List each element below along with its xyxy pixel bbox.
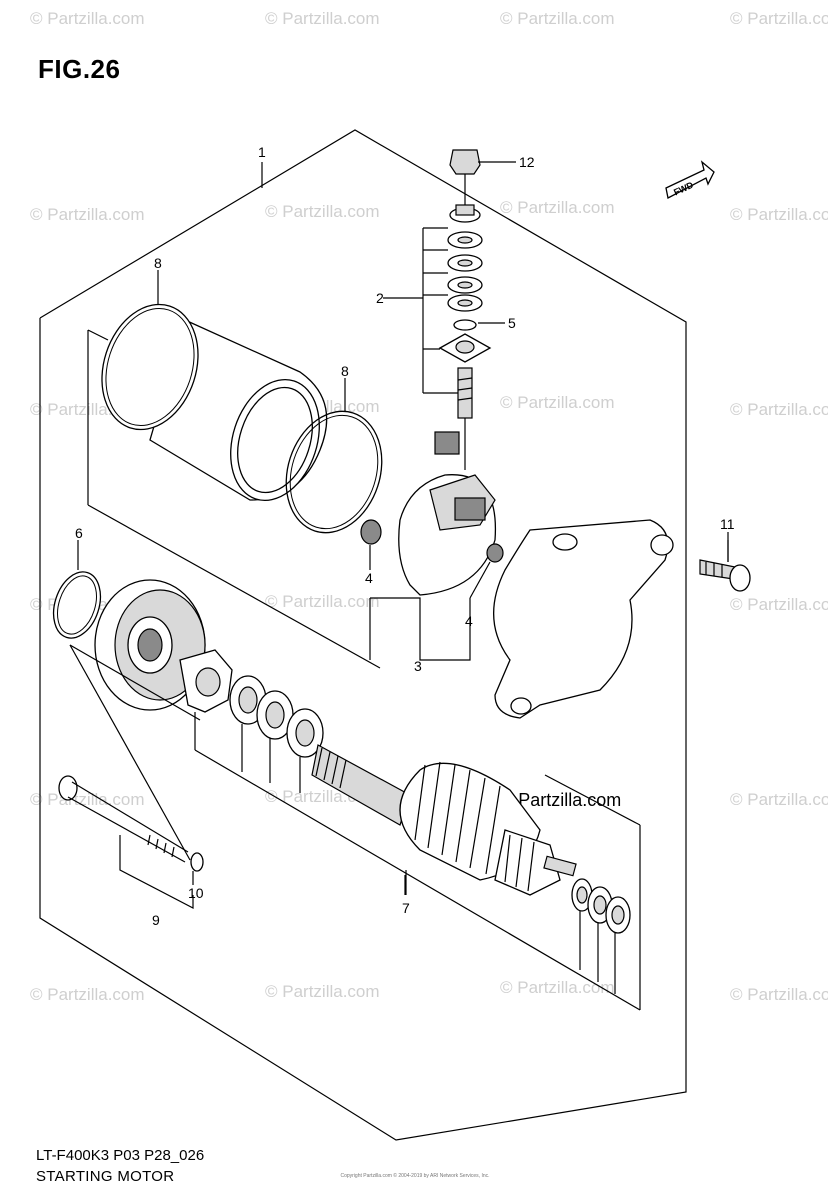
watermark: © Partzilla.com (730, 9, 828, 28)
washer-set-rear (544, 774, 641, 1010)
o-ring-right (285, 410, 383, 534)
callout-1: 1 (258, 144, 266, 160)
watermark: © Partzilla.com (730, 595, 828, 614)
callout-4-left: 4 (365, 570, 373, 586)
watermark: © Partzilla.com (500, 393, 615, 412)
callout-10: 10 (188, 885, 204, 901)
watermark: © Partzilla.com (30, 205, 145, 224)
assembly-frame (39, 129, 687, 1141)
figure-title: FIG.26 (38, 54, 121, 84)
fwd-arrow-icon: FWD (665, 160, 715, 199)
callout-leaders (77, 161, 729, 895)
bolt-11 (699, 540, 751, 592)
o-ring-left (101, 303, 199, 431)
callout-11: 11 (720, 516, 735, 532)
watermark: © Partzilla.com (265, 592, 380, 611)
partzilla-watermark-highlight: © Partzilla.com (500, 790, 621, 810)
terminal-stack (422, 149, 492, 470)
watermark: © Partzilla.com (30, 9, 145, 28)
copyright-notice: Copyright Partzilla.com © 2004-2019 by A… (340, 1173, 490, 1179)
watermark: © Partzilla.com (730, 205, 828, 224)
callout-6: 6 (75, 525, 83, 541)
watermark: © Partzilla.com (265, 982, 380, 1001)
watermark: © Partzilla.com (500, 9, 615, 28)
rear-cover (492, 519, 674, 719)
callout-7: 7 (402, 900, 410, 916)
watermark: © Partzilla.com (500, 978, 615, 997)
washer-set-front (194, 675, 641, 1011)
through-bolt (58, 775, 204, 909)
watermark: © Partzilla.com (500, 198, 615, 217)
callout-2: 2 (376, 290, 384, 306)
watermark: © Partzilla.com (730, 400, 828, 419)
watermark: © Partzilla.com (730, 985, 828, 1004)
watermark: © Partzilla.com (30, 985, 145, 1004)
front-cover (52, 571, 233, 861)
callout-3: 3 (414, 658, 422, 674)
brush-plate (360, 474, 504, 596)
callout-5: 5 (508, 315, 516, 331)
armature (311, 744, 577, 896)
watermark: © Partzilla.com (730, 790, 828, 809)
watermark: © Partzilla.com (30, 790, 145, 809)
callout-8-right: 8 (341, 363, 349, 379)
diagram-caption: STARTING MOTOR (36, 1168, 175, 1185)
watermark: © Partzilla.com (265, 9, 380, 28)
model-code: LT-F400K3 P03 P28_026 (36, 1147, 205, 1164)
callout-4-right: 4 (465, 613, 473, 629)
callout-labels: 1 2 3 4 4 5 6 7 8 8 9 10 11 12 (75, 144, 735, 928)
watermark: © Partzilla.com (265, 202, 380, 221)
callout-12: 12 (519, 154, 535, 170)
callout-9: 9 (152, 912, 160, 928)
callout-8-left: 8 (154, 255, 162, 271)
